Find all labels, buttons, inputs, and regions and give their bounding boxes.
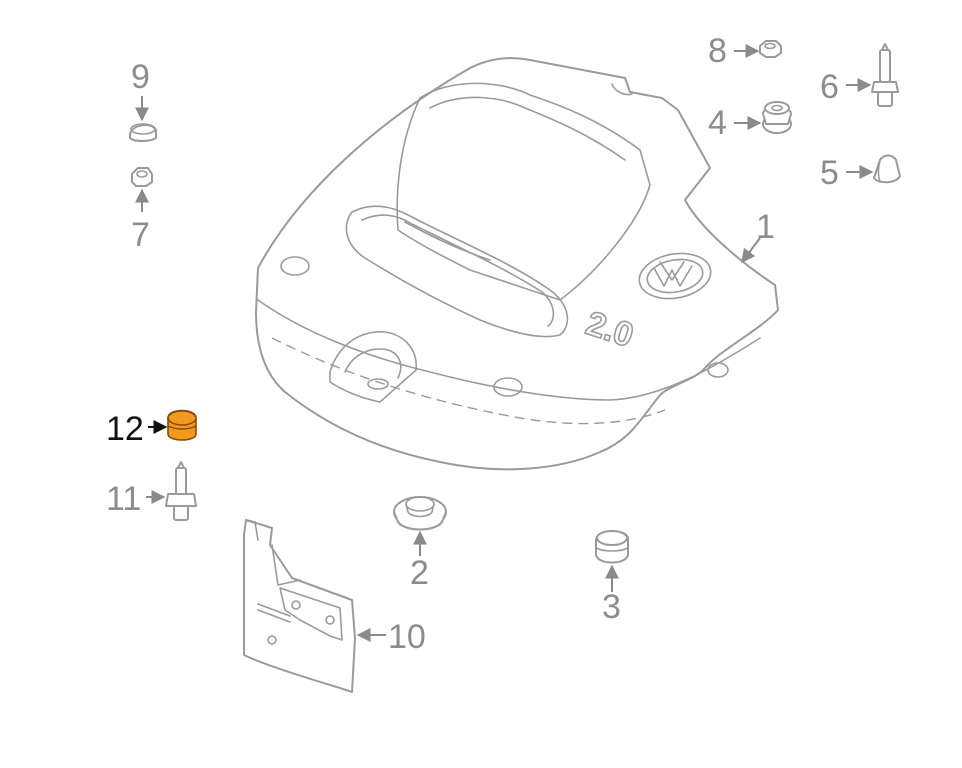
nut-part[interactable] — [131, 167, 153, 187]
grommet-part[interactable] — [393, 496, 447, 531]
stud-pin-part[interactable] — [165, 461, 197, 521]
callout-10[interactable]: 10 — [388, 618, 426, 656]
vw-emblem-icon — [638, 252, 712, 300]
callout-8[interactable]: 8 — [708, 32, 727, 70]
callout-4[interactable]: 4 — [708, 104, 727, 142]
spacer-part[interactable] — [762, 101, 792, 134]
bushing-part-highlighted[interactable] — [167, 409, 197, 441]
callout-7[interactable]: 7 — [131, 216, 150, 254]
stud-part[interactable] — [871, 43, 899, 107]
callout-1[interactable]: 1 — [756, 208, 775, 246]
engine-cover-part[interactable]: 2.0 — [255, 57, 779, 471]
bracket-part[interactable] — [243, 519, 356, 693]
callout-labels: 1 2 3 4 5 6 7 8 9 10 11 12 — [106, 32, 839, 656]
small-nut-part[interactable] — [759, 40, 782, 58]
callout-9[interactable]: 9 — [131, 58, 150, 96]
leader-arrows — [135, 44, 874, 642]
callout-12[interactable]: 12 — [106, 410, 144, 448]
callout-3[interactable]: 3 — [602, 588, 621, 626]
callout-5[interactable]: 5 — [820, 154, 839, 192]
cap-part[interactable] — [873, 154, 901, 184]
callout-6[interactable]: 6 — [820, 68, 839, 106]
callout-2[interactable]: 2 — [410, 554, 429, 592]
rubber-buffer-part[interactable] — [595, 530, 629, 564]
plug-part[interactable] — [129, 123, 157, 142]
callout-11[interactable]: 11 — [106, 480, 141, 518]
